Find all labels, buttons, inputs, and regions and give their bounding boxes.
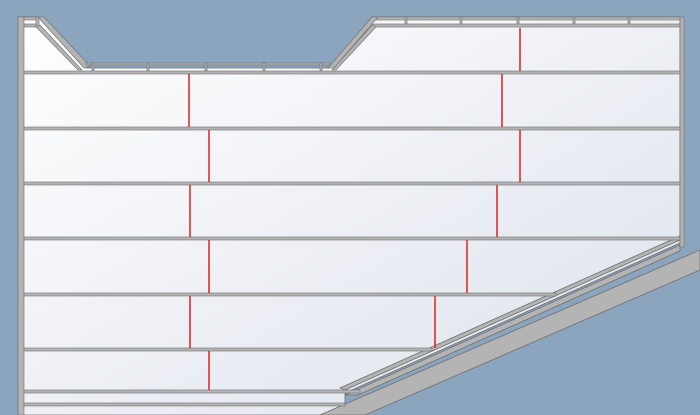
top-rail-lower (371, 23, 681, 28)
notch-strip-divider (146, 62, 150, 72)
notch-strip-divider (91, 62, 95, 72)
top-rail (371, 16, 681, 21)
notch-strip-divider (262, 62, 266, 72)
course-rail-1 (23, 70, 681, 75)
notch-strip-divider (204, 62, 208, 72)
notch-diagonal-left (37, 16, 91, 69)
notch-diagonal-left-inner (35, 24, 83, 71)
course-rail-3 (23, 181, 681, 186)
notch-strip-divider (319, 62, 323, 72)
course-rail-4 (23, 236, 681, 241)
course-rail-7 (23, 389, 361, 394)
diagonal-rail-outer (344, 244, 681, 396)
notch-strip-top (85, 62, 331, 66)
left-post (17, 16, 25, 415)
corner-rail (23, 23, 37, 28)
diagonal-beam (319, 249, 700, 415)
course-rail-2 (23, 126, 681, 131)
right-post (679, 16, 685, 248)
course-rail-6 (23, 347, 433, 352)
notch-diagonal-right-inner (331, 24, 377, 71)
course-rail-5 (23, 292, 557, 297)
course-rail-8 (23, 402, 346, 407)
